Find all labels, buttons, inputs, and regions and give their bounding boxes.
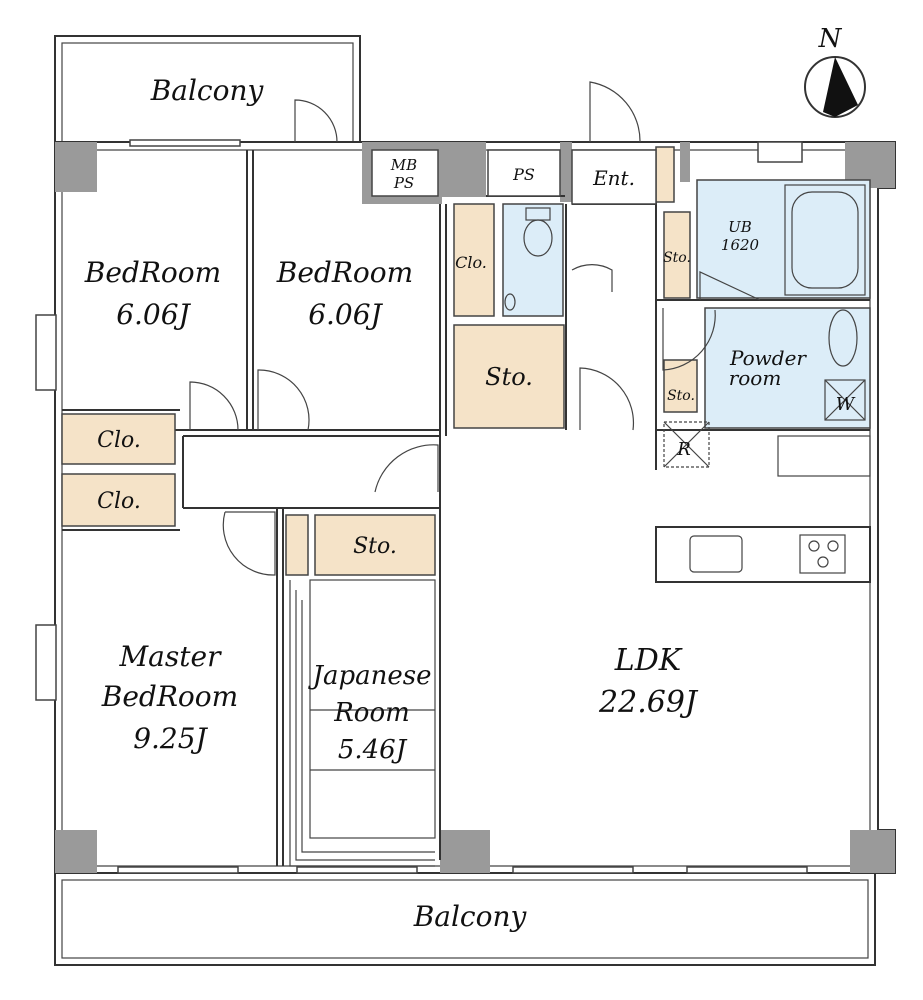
entrance-label: Ent.: [592, 166, 635, 190]
compass: N: [804, 24, 866, 118]
clo-left1-label: Clo.: [97, 428, 141, 453]
bedroom1-size: 6.06J: [116, 298, 191, 331]
sto-japanese-label: Sto.: [353, 534, 397, 559]
ldk-size: 22.69J: [598, 685, 699, 720]
utility-boxes: [371, 149, 657, 205]
ub-line2: 1620: [721, 236, 760, 254]
clo-left2-label: Clo.: [97, 489, 141, 514]
bay-windows: [35, 314, 57, 701]
bedroom1-name: BedRoom: [84, 256, 221, 289]
ps-label: PS: [512, 165, 535, 184]
room-labels: Balcony Balcony BedRoom 6.06J BedRoom 6.…: [84, 74, 856, 933]
powder-line1: Powder: [729, 346, 807, 370]
japanese-name2: Room: [333, 698, 410, 728]
balcony-top-label: Balcony: [150, 74, 265, 107]
japanese-size: 5.46J: [338, 735, 408, 765]
bedroom2-name: BedRoom: [276, 256, 413, 289]
ldk-name: LDK: [614, 643, 683, 678]
fridge-label: R: [676, 439, 691, 460]
bedroom2-size: 6.06J: [308, 298, 383, 331]
sto-powder-label: Sto.: [667, 388, 695, 404]
clo-small-label: Clo.: [455, 253, 487, 272]
master-name1: Master: [119, 640, 223, 673]
japanese-name1: Japanese: [308, 661, 432, 691]
windows: [117, 139, 808, 874]
master-name2: BedRoom: [101, 680, 238, 713]
washer-label: W: [836, 394, 856, 415]
fixtures: [504, 184, 871, 583]
tatami-lines: [289, 579, 436, 867]
mbps-line1: MB: [390, 156, 417, 174]
compass-label: N: [818, 24, 843, 54]
balcony-bottom-label: Balcony: [413, 900, 528, 933]
door-swings: [189, 81, 761, 576]
sto-center-label: Sto.: [485, 363, 533, 391]
ub-line1: UB: [728, 218, 752, 236]
storage-areas: [61, 146, 698, 576]
sto-ub-label: Sto.: [663, 250, 691, 266]
wet-areas: [502, 179, 871, 429]
mbps-line2: PS: [393, 174, 414, 192]
powder-line2: room: [729, 366, 782, 390]
master-size: 9.25J: [133, 722, 208, 755]
